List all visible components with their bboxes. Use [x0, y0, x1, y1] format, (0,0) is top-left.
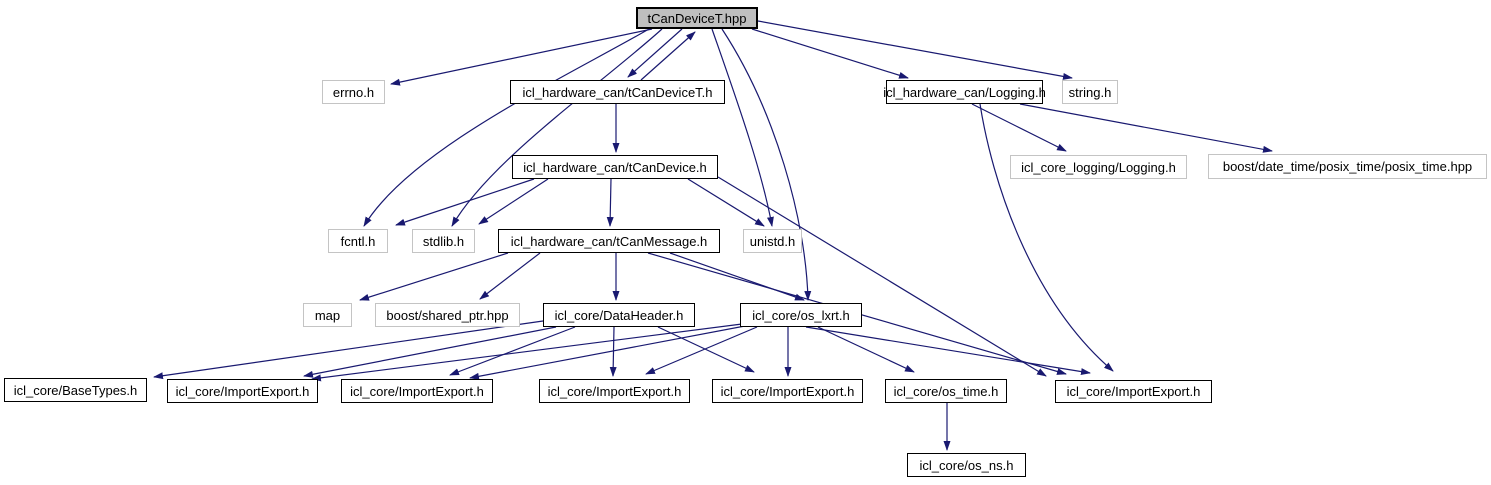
- edge-tcandevice-to-fcntl: [395, 178, 535, 226]
- edge-root-to-string: [757, 20, 1073, 80]
- node-string: string.h: [1062, 80, 1118, 104]
- node-tcandevicet-h[interactable]: icl_hardware_can/tCanDeviceT.h: [510, 80, 725, 104]
- edge-dataheader-to-ie1: [303, 326, 557, 378]
- edge-oslxrt-to-ostime: [817, 326, 915, 373]
- edge-tcandevice-to-stdlib: [478, 178, 549, 225]
- node-fcntl: fcntl.h: [328, 229, 388, 253]
- node-ostime[interactable]: icl_core/os_time.h: [885, 379, 1007, 403]
- edge-dataheader-to-basetypes: [153, 320, 544, 380]
- edge-dataheader-to-ie4: [657, 326, 755, 373]
- node-tcanmessage[interactable]: icl_hardware_can/tCanMessage.h: [498, 229, 720, 253]
- edge-oslxrt-to-ie2: [469, 325, 746, 380]
- edge-root-to-tcandevicet-h: [627, 28, 683, 78]
- node-root: tCanDeviceT.hpp: [636, 7, 758, 29]
- node-basetypes[interactable]: icl_core/BaseTypes.h: [4, 378, 147, 402]
- edge-dataheader-to-ie2: [449, 326, 576, 376]
- edge-logging-to-logging2: [971, 103, 1067, 152]
- node-posix: boost/date_time/posix_time/posix_time.hp…: [1208, 154, 1487, 179]
- node-logging[interactable]: icl_hardware_can/Logging.h: [883, 80, 1046, 104]
- edge-dataheader-to-ie3: [609, 326, 617, 377]
- node-ie4[interactable]: icl_core/ImportExport.h: [712, 379, 863, 403]
- edge-root-to-logging: [751, 28, 909, 79]
- edge-tcandevice-to-ie5: [717, 176, 1047, 377]
- node-tcandevice[interactable]: icl_hardware_can/tCanDevice.h: [512, 155, 718, 179]
- node-osns[interactable]: icl_core/os_ns.h: [907, 453, 1026, 477]
- node-sharedptr: boost/shared_ptr.hpp: [375, 303, 520, 327]
- edge-tcandevice-to-unistd: [687, 178, 765, 227]
- edge-root-to-oslxrt: [721, 28, 812, 301]
- node-logging2: icl_core_logging/Logging.h: [1010, 155, 1187, 179]
- edge-logging-to-ie5: [979, 103, 1114, 372]
- node-unistd: unistd.h: [743, 229, 802, 253]
- node-stdlib: stdlib.h: [412, 229, 475, 253]
- edge-root-to-errno: [390, 28, 653, 86]
- edge-tcandevicet-h-to-root: [640, 31, 696, 81]
- edge-logging-to-posix: [1019, 103, 1273, 153]
- edge-tcandevice-to-tcanmessage: [606, 178, 614, 227]
- node-ie3[interactable]: icl_core/ImportExport.h: [539, 379, 690, 403]
- node-ie5[interactable]: icl_core/ImportExport.h: [1055, 380, 1212, 403]
- edge-tcanmessage-to-sharedptr: [479, 252, 541, 300]
- edge-tcanmessage-to-map: [359, 252, 509, 301]
- node-ie2[interactable]: icl_core/ImportExport.h: [341, 379, 493, 403]
- edge-root-to-unistd: [711, 28, 774, 227]
- node-map: map: [303, 303, 352, 327]
- edge-oslxrt-to-ie3: [645, 326, 758, 375]
- edge-root-to-fcntl: [363, 28, 650, 227]
- node-errno: errno.h: [322, 80, 385, 104]
- node-ie1[interactable]: icl_core/ImportExport.h: [167, 379, 318, 403]
- edge-oslxrt-to-ie5: [805, 326, 1091, 376]
- node-dataheader[interactable]: icl_core/DataHeader.h: [543, 303, 695, 327]
- node-oslxrt[interactable]: icl_core/os_lxrt.h: [740, 303, 862, 327]
